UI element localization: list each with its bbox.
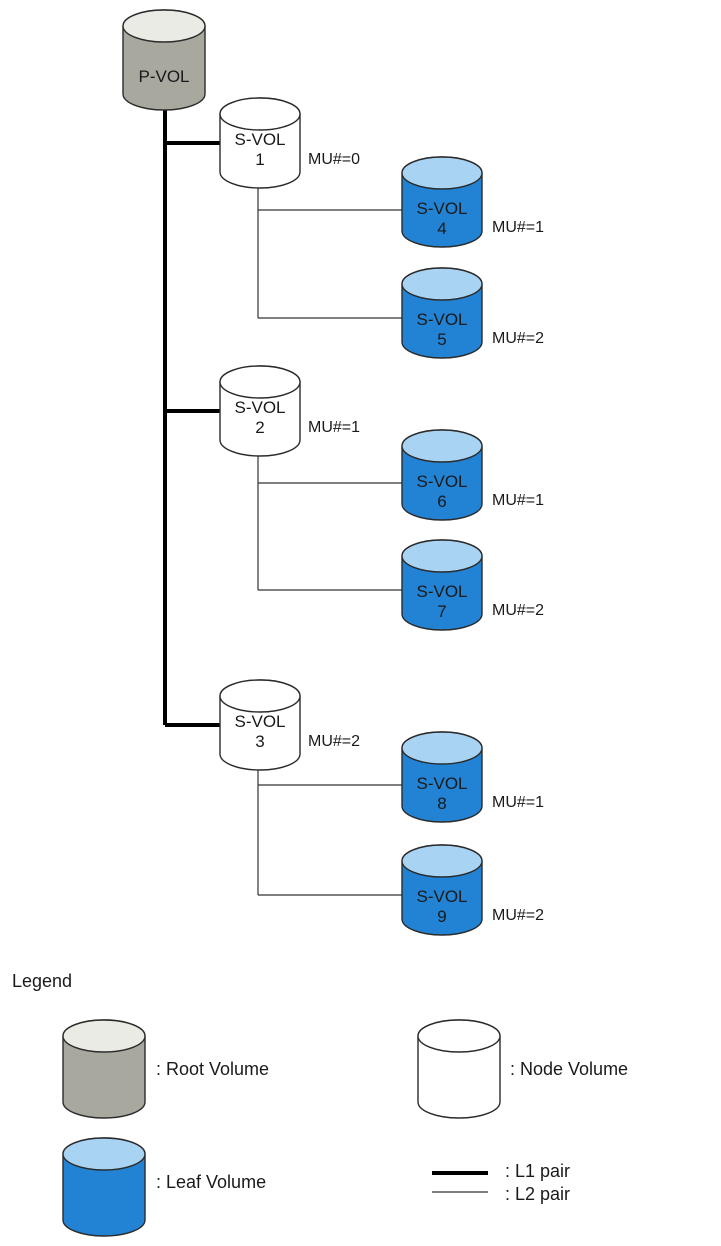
leaf-volume-svol5-top [401,267,483,301]
legend-leaf-volume-icon-top [62,1137,146,1171]
mu-number-label: MU#=2 [492,602,544,619]
leaf-volume-svol9 [401,844,483,936]
node-volume-svol3-top [219,679,301,713]
node-volume-number: 1 [255,150,264,169]
leaf-volume-label: S-VOL [416,582,467,601]
leaf-volume-svol5 [401,267,483,359]
mu-number-label: MU#=1 [308,419,360,436]
leaf-volume-svol7 [401,539,483,631]
node-volume-number: 3 [255,732,264,751]
leaf-volume-number: 4 [437,219,446,238]
leaf-volume-svol7-top [401,539,483,573]
legend-leaf-volume-icon [62,1137,146,1237]
node-volume-svol2-top [219,365,301,399]
leaf-volume-label: S-VOL [416,472,467,491]
node-volume-svol3 [219,679,301,771]
mu-number-label: MU#=1 [492,492,544,509]
mu-number-label: MU#=2 [492,907,544,924]
legend-node-volume-icon [417,1019,501,1119]
leaf-volume-label: S-VOL [416,310,467,329]
leaf-volume-svol6-top [401,429,483,463]
legend-l2-pair-label: : L2 pair [505,1184,570,1204]
leaf-volume-number: 6 [437,492,446,511]
connection-lines [163,110,402,896]
node-volume-label: S-VOL [234,130,285,149]
node-volume-label: S-VOL [234,712,285,731]
leaf-volume-svol4-top [401,156,483,190]
node-volume-svol1 [219,97,301,189]
legend-node-volume-icon-top [417,1019,501,1053]
leaf-volume-label: S-VOL [416,199,467,218]
leaf-volume-number: 8 [437,794,446,813]
node-volume-svol1-top [219,97,301,131]
node-volume-number: 2 [255,418,264,437]
legend-root-volume-label: : Root Volume [156,1059,269,1079]
mu-number-label: MU#=2 [492,330,544,347]
legend-node-volume-label: : Node Volume [510,1059,628,1079]
leaf-volume-svol6 [401,429,483,521]
leaf-volume-number: 7 [437,602,446,621]
mu-number-label: MU#=1 [492,219,544,236]
mu-number-label: MU#=0 [308,151,360,168]
legend: Legend : Root Volume : Node Volume : Leaf … [12,971,628,1237]
root-volume-pvol [122,9,206,111]
legend-leaf-volume-label: : Leaf Volume [156,1172,266,1192]
leaf-volume-svol9-top [401,844,483,878]
mu-number-label: MU#=1 [492,794,544,811]
leaf-volume-number: 9 [437,907,446,926]
leaf-volume-svol8-top [401,731,483,765]
node-volume-label: S-VOL [234,398,285,417]
leaf-volume-svol8 [401,731,483,823]
mu-number-label: MU#=2 [308,733,360,750]
root-volume-label: P-VOL [138,67,189,86]
legend-title: Legend [12,971,72,991]
leaf-volume-number: 5 [437,330,446,349]
leaf-volume-svol4 [401,156,483,248]
legend-root-volume-icon [62,1019,146,1119]
leaf-volume-label: S-VOL [416,774,467,793]
legend-l1-pair-label: : L1 pair [505,1161,570,1181]
node-volume-svol2 [219,365,301,457]
root-volume-pvol-top [122,9,206,43]
leaf-volume-label: S-VOL [416,887,467,906]
legend-root-volume-icon-top [62,1019,146,1053]
